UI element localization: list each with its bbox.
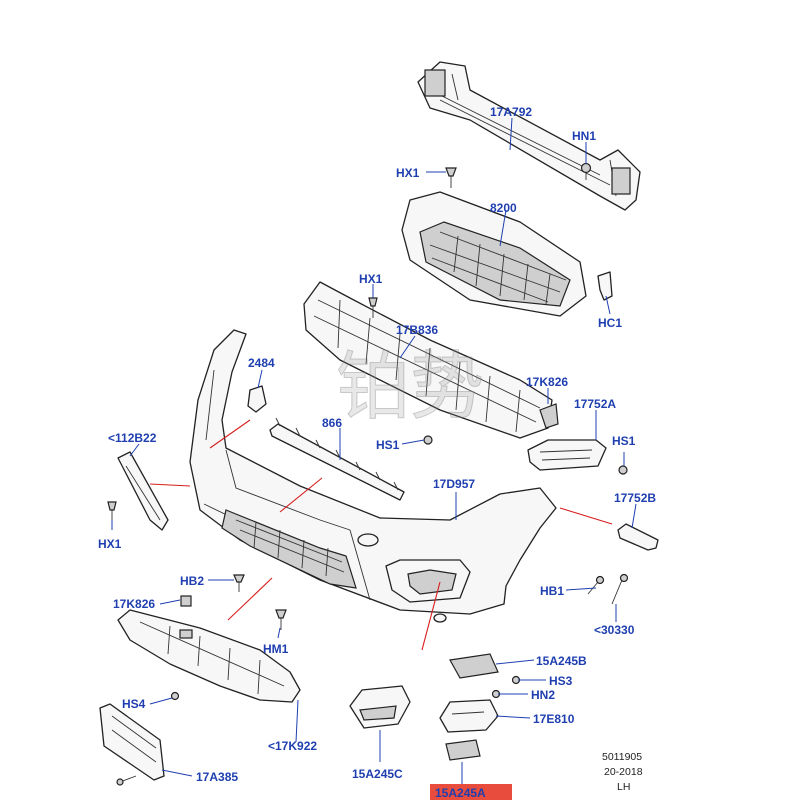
fog-bezel-15a245a	[445, 739, 481, 761]
side-support-112b22	[117, 451, 169, 531]
label-hc1: HC1	[598, 316, 622, 330]
label-17k826-lower: 17K826	[113, 597, 155, 611]
fog-bezel-15a245c	[349, 685, 411, 729]
fastener-hm1	[275, 609, 287, 630]
highlight-box	[430, 784, 512, 800]
label-hm1: HM1	[263, 642, 289, 656]
label-15a245b: 15A245B	[536, 654, 587, 668]
clip-17k826-lower	[180, 595, 192, 607]
label-hs3: HS3	[549, 674, 573, 688]
label-17b836: 17B836	[396, 323, 438, 337]
clip-hx1-top	[445, 167, 457, 188]
diagram-date: 20-2018	[604, 766, 643, 778]
label-17a792: 17A792	[490, 105, 532, 119]
label-30330: <30330	[594, 623, 635, 637]
diagram-trailing: ....................	[596, 794, 654, 800]
label-17d957: 17D957	[433, 477, 475, 491]
label-hs4: HS4	[122, 697, 146, 711]
clip-hx1-mid	[368, 297, 378, 318]
label-112b22: <112B22	[108, 431, 157, 445]
watermark-text: 铂势	[336, 344, 484, 430]
diagram-side: LH	[617, 781, 630, 793]
side-bracket-17752a	[527, 439, 607, 471]
license-plate-bracket	[99, 703, 165, 786]
fastener-hb2	[233, 574, 245, 592]
label-hx1-mid: HX1	[359, 272, 383, 286]
upper-support	[303, 281, 559, 439]
grille	[401, 191, 587, 317]
label-hs1-right: HS1	[612, 434, 636, 448]
bracket-hc1	[597, 271, 613, 301]
label-866: 866	[322, 416, 342, 430]
label-17752a: 17752A	[574, 397, 616, 411]
label-8200: 8200	[490, 201, 517, 215]
label-17a385: 17A385	[196, 770, 238, 784]
support-strip-866	[269, 417, 405, 501]
fog-bezel-15a245b	[449, 653, 499, 679]
label-hn1: HN1	[572, 129, 596, 143]
label-17752b: 17752B	[614, 491, 656, 505]
label-17k922: <17K922	[268, 739, 317, 753]
label-17k826-upper: 17K826	[526, 375, 568, 389]
trim-strip-2484	[247, 385, 267, 413]
leader-lines	[111, 117, 637, 784]
fog-bracket-17e810	[439, 699, 499, 733]
bolt-30330	[587, 573, 629, 605]
screw-hs4	[170, 691, 180, 701]
clip-hx1-lower	[107, 501, 117, 520]
label-hs1-left: HS1	[376, 438, 400, 452]
label-2484: 2484	[248, 356, 275, 370]
diagram-code: 5011905	[602, 751, 642, 763]
bumper-cover	[189, 329, 557, 623]
end-cap-17752b	[617, 523, 659, 551]
bumper-beam	[417, 61, 641, 211]
label-hb2: HB2	[180, 574, 204, 588]
undershield	[117, 609, 301, 703]
label-hx1-top: HX1	[396, 166, 420, 180]
label-hn2: HN2	[531, 688, 555, 702]
label-15a245c: 15A245C	[352, 767, 403, 781]
label-hx1-lower: HX1	[98, 537, 122, 551]
label-15a245a: 15A245A	[435, 786, 486, 800]
label-hb1: HB1	[540, 584, 564, 598]
red-callouts	[149, 419, 613, 651]
label-17e810: 17E810	[533, 712, 575, 726]
